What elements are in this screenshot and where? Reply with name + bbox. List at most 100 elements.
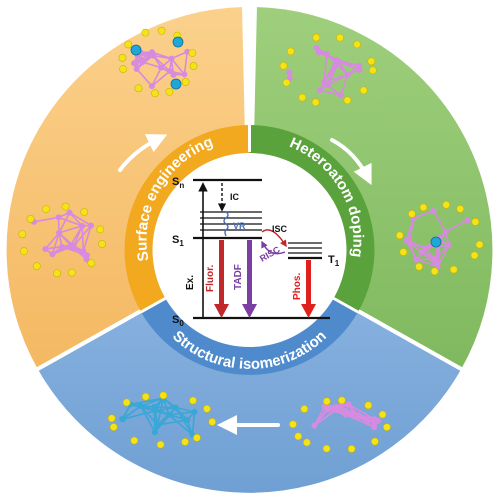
metal-atom — [313, 44, 320, 51]
ligand-atom — [442, 200, 451, 209]
ligand-atom — [181, 438, 189, 446]
metal-atom — [170, 71, 177, 78]
metal-atom — [355, 412, 362, 419]
cluster-bond — [58, 212, 71, 234]
arrow-tadf — [242, 240, 257, 318]
ligand-atom — [415, 262, 423, 271]
cluster-bond — [168, 413, 188, 421]
cluster-structural-right — [289, 396, 391, 453]
cluster-bond — [445, 219, 468, 233]
arrow-heteroatom — [330, 138, 372, 186]
ligand-atom — [165, 87, 174, 96]
metal-atom — [149, 49, 156, 56]
cluster-bond — [437, 244, 450, 267]
dopant-atom — [430, 236, 442, 248]
cluster-surface-bottom — [18, 202, 106, 278]
cluster-bond — [323, 73, 348, 84]
metal-atom — [320, 79, 327, 86]
ligand-atom — [80, 208, 89, 216]
ligand-atom — [156, 440, 165, 449]
cluster-heteroatom-top — [279, 33, 377, 107]
ligand-atom — [456, 205, 465, 213]
metal-atom — [315, 49, 322, 56]
metal-atom — [374, 417, 381, 424]
ligand-atom — [368, 66, 377, 75]
ligand-atom — [322, 444, 331, 453]
ligand-atom — [124, 40, 133, 49]
metal-atom — [311, 422, 318, 429]
ligand-atom — [378, 410, 387, 419]
label-s1: S1 — [172, 234, 184, 248]
cluster-bond — [68, 212, 83, 227]
cluster-bond — [432, 210, 447, 233]
metal-atom — [66, 209, 73, 216]
cluster-bond — [45, 244, 71, 250]
cluster-bond — [413, 210, 434, 219]
metal-atom — [84, 252, 91, 259]
cluster-structural-left — [107, 391, 217, 449]
metal-atom — [422, 244, 429, 251]
label-t1: T1 — [328, 254, 340, 268]
ligand-atom — [298, 93, 307, 102]
ligand-atom — [419, 203, 428, 212]
cluster-bond — [151, 67, 162, 87]
metal-atom — [49, 251, 56, 258]
metal-atom — [148, 83, 155, 90]
ligand-atom — [32, 262, 41, 271]
cluster-bond — [434, 244, 450, 260]
metal-atom — [191, 409, 198, 416]
cluster-bond — [140, 397, 164, 407]
cluster-bond — [58, 216, 83, 227]
metal-atom — [323, 51, 330, 58]
ligand-atom — [364, 401, 373, 410]
ligand-atom — [311, 98, 320, 107]
metal-atom — [56, 229, 63, 236]
cluster-bond — [323, 61, 340, 83]
ligand-atom — [279, 61, 288, 70]
ligand-atom — [203, 404, 211, 413]
cluster-bond — [142, 61, 162, 69]
cluster-bond — [140, 405, 156, 433]
ligand-atom — [118, 53, 127, 62]
ligand-atom — [159, 391, 168, 400]
cluster-surface-top — [118, 26, 198, 98]
ligand-atom — [98, 240, 106, 248]
metal-atom — [316, 87, 323, 94]
ligand-atom — [294, 432, 303, 441]
metal-atom — [418, 249, 425, 256]
cluster-bond — [82, 225, 92, 252]
ligand-atom — [18, 230, 27, 239]
metal-atom — [406, 239, 413, 246]
cluster-bond — [319, 89, 342, 97]
cluster-bond — [122, 410, 156, 421]
ligand-atom — [343, 96, 352, 105]
cluster-bond — [69, 225, 83, 246]
ligand-atom — [119, 65, 127, 73]
ligand-atom — [109, 423, 118, 431]
ligand-atom — [286, 47, 295, 56]
metal-atom — [166, 68, 173, 75]
ligand-atom — [353, 40, 361, 49]
metal-atom — [181, 71, 188, 78]
metal-atom — [431, 256, 438, 263]
metal-atom — [324, 406, 331, 413]
ligand-atom — [407, 210, 416, 218]
metal-atom — [442, 228, 449, 235]
cluster-bond — [136, 68, 153, 87]
cluster-bond — [408, 217, 415, 244]
metal-atom — [151, 429, 158, 436]
metal-atom — [151, 404, 158, 411]
ligand-atom — [289, 420, 297, 429]
ligand-atom — [96, 225, 105, 234]
ligand-atom — [181, 78, 190, 86]
ligand-atom — [141, 392, 150, 401]
metal-atom — [345, 401, 352, 408]
metal-atom — [119, 416, 126, 423]
cluster-bond — [357, 414, 375, 428]
ligand-atom — [322, 397, 331, 406]
cluster-bond — [33, 216, 59, 223]
jablonski-diagram: Sn S1 T1 S0 Ex. IC VR ISC RISC — [172, 176, 340, 328]
ligand-atom — [67, 268, 76, 277]
ligand-atom — [471, 217, 480, 226]
